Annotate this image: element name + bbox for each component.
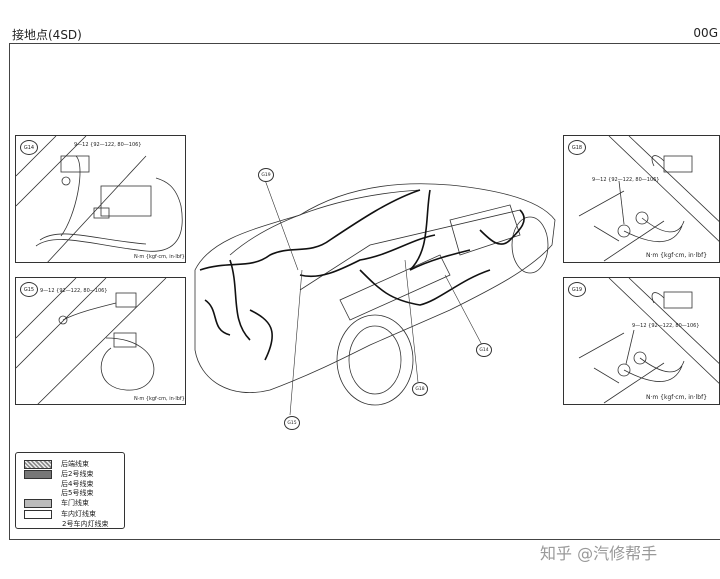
ground-point-tag: G14 <box>20 140 38 155</box>
g19-illustration <box>578 278 719 404</box>
page-title: 接地点(4SD) <box>12 28 82 42</box>
torque-spec: 9—12 {92—122, 80—106} <box>40 288 108 294</box>
callout-g19: G19 <box>258 168 274 182</box>
inset-g19: G19 9—12 {92—122, 80—106} N·m {kgf·cm, i… <box>563 277 720 405</box>
car-wiring-illustration <box>194 179 556 416</box>
torque-unit: N·m {kgf·cm, in·lbf} <box>134 254 185 260</box>
legend-label: 后4号线束 <box>61 480 94 488</box>
legend-label: 2号车内灯线束 <box>62 520 109 528</box>
torque-spec: 9—12 {92—122, 80—106} <box>632 323 700 329</box>
callout-g15: G15 <box>284 416 300 430</box>
legend-label: 车内灯线束 <box>61 510 96 518</box>
callout-g18: G18 <box>412 382 428 396</box>
page-code: 00G <box>693 26 718 40</box>
ground-point-tag: G18 <box>568 140 586 155</box>
ground-point-tag: G19 <box>568 282 586 297</box>
legend-label: 后端线束 <box>61 460 89 468</box>
inset-g14: G14 9—12 {92—122, 80—106} N·m {kgf·cm, i… <box>15 135 186 263</box>
diagram-frame <box>9 43 720 540</box>
legend-label: 后5号线束 <box>61 489 94 497</box>
harness-legend: 后端线束 后2号线束 后4号线束 后5号线束 车门线束 车内灯线束 2号车内灯线… <box>15 452 125 529</box>
callout-g14: G14 <box>476 343 492 357</box>
legend-swatch-hatched <box>24 460 52 469</box>
ground-point-tag: G15 <box>20 282 38 297</box>
inset-g15: G15 9—12 {92—122, 80—106} N·m {kgf·cm, i… <box>15 277 186 405</box>
inset-g18: G18 9—12 {92—122, 80—106} N·m {kgf·cm, i… <box>563 135 720 263</box>
torque-unit: N·m {kgf·cm, in·lbf} <box>646 394 708 401</box>
g18-illustration <box>578 136 719 262</box>
legend-swatch-white <box>24 510 52 519</box>
legend-swatch-grey <box>24 499 52 508</box>
torque-unit: N·m {kgf·cm, in·lbf} <box>646 252 708 259</box>
watermark: 知乎 @汽修帮手 <box>540 544 658 563</box>
torque-spec: 9—12 {92—122, 80—106} <box>74 142 142 148</box>
legend-label: 后2号线束 <box>61 470 94 478</box>
torque-unit: N·m {kgf·cm, in·lbf} <box>134 396 185 402</box>
legend-swatch-dark <box>24 470 52 479</box>
g15-illustration <box>16 278 167 404</box>
legend-label: 车门线束 <box>61 499 89 507</box>
torque-spec: 9—12 {92—122, 80—106} <box>592 177 660 183</box>
g14-illustration <box>16 136 183 262</box>
